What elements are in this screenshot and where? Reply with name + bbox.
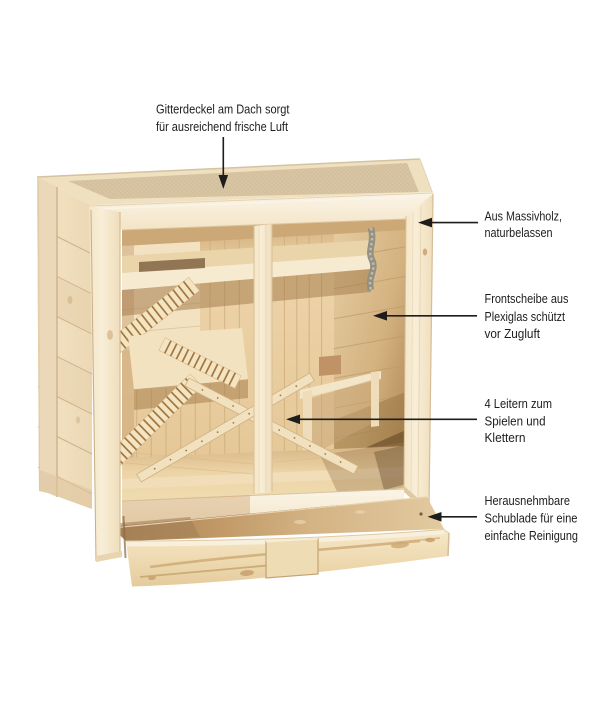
svg-text:Spielen und: Spielen und — [485, 413, 546, 428]
svg-text:einfache Reinigung: einfache Reinigung — [485, 528, 579, 543]
svg-text:für ausreichend frische Luft: für ausreichend frische Luft — [156, 119, 288, 134]
svg-text:Gitterdeckel am Dach sorgt: Gitterdeckel am Dach sorgt — [156, 102, 290, 117]
svg-text:Schublade für eine: Schublade für eine — [485, 510, 578, 525]
svg-text:Frontscheibe aus: Frontscheibe aus — [485, 291, 569, 306]
svg-text:vor Zugluft: vor Zugluft — [485, 326, 541, 341]
svg-text:naturbelassen: naturbelassen — [485, 225, 553, 240]
svg-text:Herausnehmbare: Herausnehmbare — [485, 493, 571, 508]
svg-text:4 Leitern zum: 4 Leitern zum — [485, 396, 553, 411]
svg-text:Plexiglas schützt: Plexiglas schützt — [485, 309, 566, 324]
svg-text:Klettern: Klettern — [485, 430, 526, 445]
svg-text:Aus Massivholz,: Aus Massivholz, — [485, 209, 563, 224]
